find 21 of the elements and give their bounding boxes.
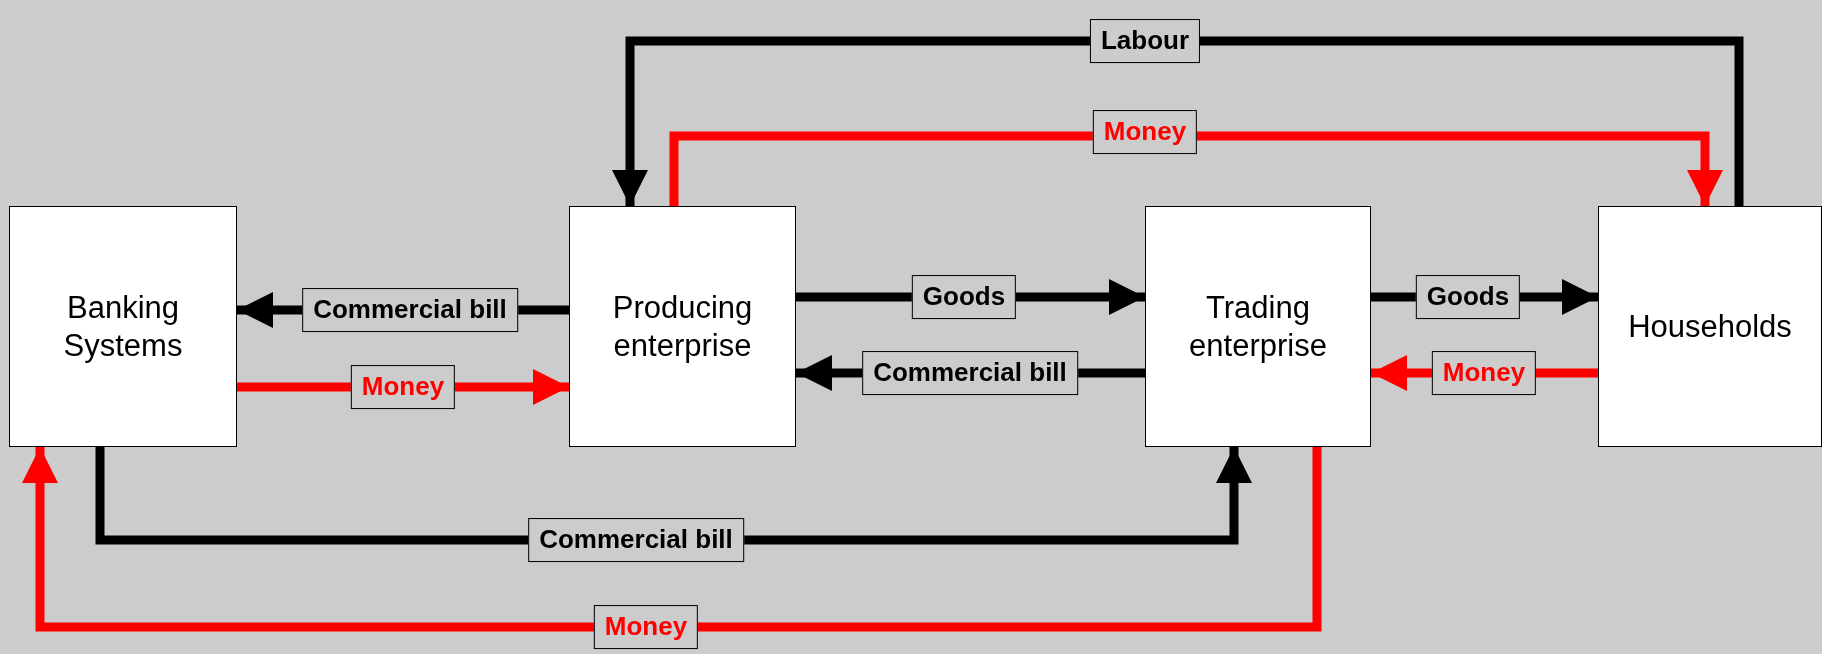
- node-label: Producing enterprise: [611, 289, 754, 364]
- edge-label: Commercial bill: [302, 288, 518, 332]
- edge-label: Commercial bill: [528, 518, 744, 562]
- edge-label: Goods: [911, 275, 1017, 319]
- arrow: [22, 447, 1322, 632]
- process-box: [1598, 206, 1822, 447]
- node-label: Households: [1627, 307, 1793, 346]
- edge-label: Commercial bill: [862, 351, 1078, 395]
- edge-label: Labour: [1089, 19, 1201, 63]
- edge-label: Money: [1092, 110, 1198, 154]
- node-label: Trading enterprise: [1188, 289, 1328, 364]
- process-box: [569, 206, 796, 447]
- edge-label: Money: [1431, 351, 1537, 395]
- node-label: Banking Systems: [62, 289, 184, 364]
- process-box: [1145, 206, 1371, 447]
- edge-label: Goods: [1415, 275, 1521, 319]
- edge-label: Money: [350, 365, 456, 409]
- arrow: [612, 36, 1744, 206]
- process-box: [9, 206, 237, 447]
- arrow: [669, 131, 1723, 206]
- edge-label: Money: [593, 605, 699, 649]
